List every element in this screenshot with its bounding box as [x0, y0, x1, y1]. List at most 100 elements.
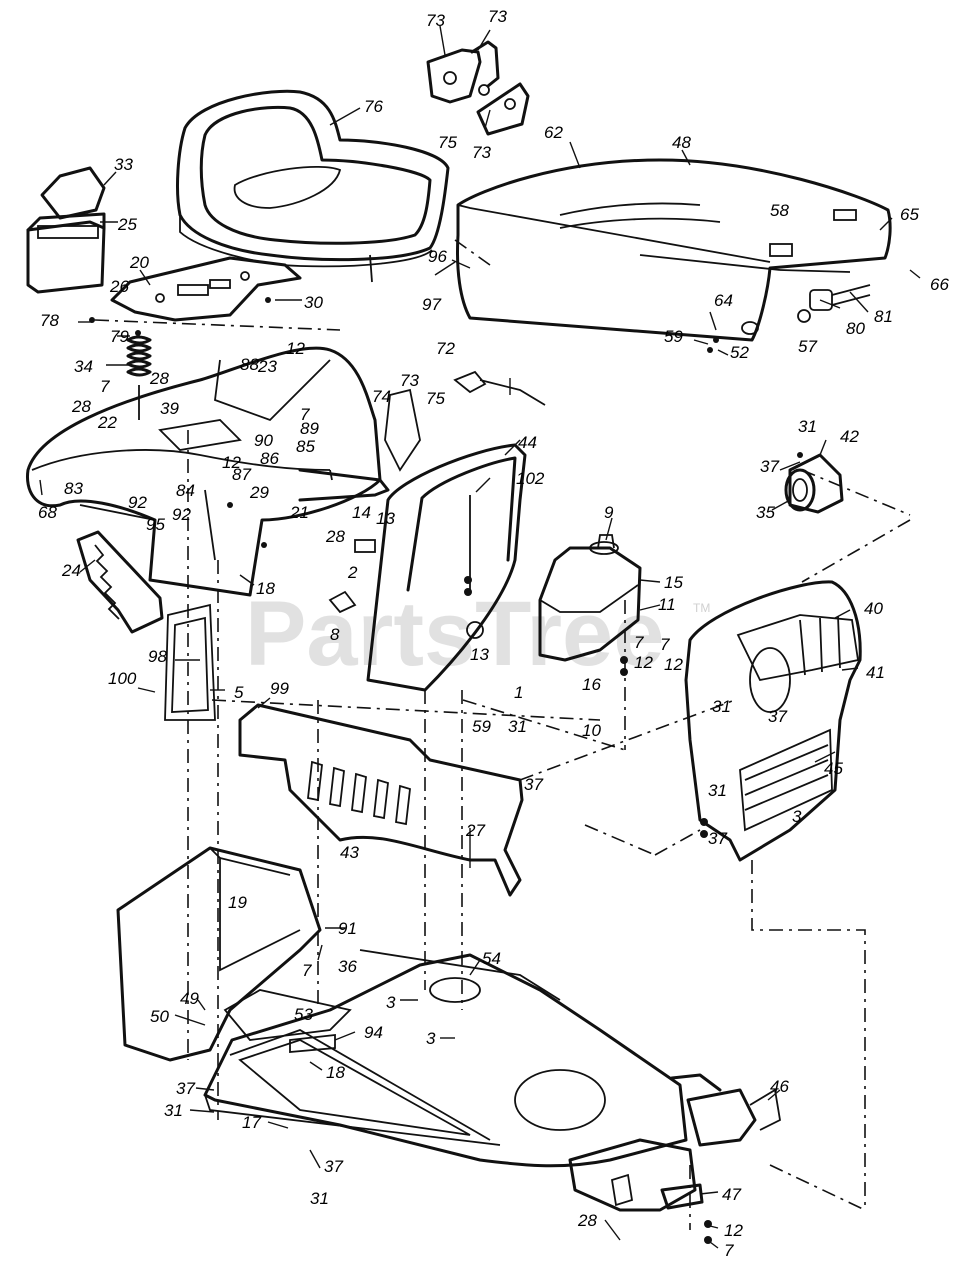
- callout-7: 7: [724, 1241, 734, 1260]
- callout-62: 62: [544, 123, 563, 142]
- callout-33: 33: [114, 155, 133, 174]
- cross-member-part: [238, 703, 524, 897]
- callout-7: 7: [660, 635, 670, 654]
- callout-10: 10: [582, 721, 601, 740]
- callout-2: 2: [347, 563, 358, 582]
- callout-7: 7: [300, 405, 310, 424]
- callout-53: 53: [294, 1005, 313, 1024]
- callout-1: 1: [514, 683, 523, 702]
- callout-39: 39: [160, 399, 179, 418]
- callout-8: 8: [330, 625, 340, 644]
- callout-43: 43: [340, 843, 359, 862]
- callout-7: 7: [634, 633, 644, 652]
- callout-5: 5: [234, 683, 244, 702]
- callout-41: 41: [866, 663, 885, 682]
- callout-28: 28: [325, 527, 345, 546]
- callout-26: 26: [109, 277, 129, 296]
- callout-80: 80: [846, 319, 865, 338]
- dash-console-part: [354, 443, 527, 692]
- callout-37: 37: [324, 1157, 343, 1176]
- callout-98: 98: [148, 647, 167, 666]
- callout-92: 92: [172, 505, 191, 524]
- callout-3: 3: [792, 807, 802, 826]
- callout-99: 99: [270, 679, 289, 698]
- callout-3: 3: [426, 1029, 436, 1048]
- callout-45: 45: [824, 759, 843, 778]
- callout-25: 25: [117, 215, 137, 234]
- callout-64: 64: [714, 291, 733, 310]
- callout-73: 73: [426, 11, 445, 30]
- callout-12: 12: [222, 453, 241, 472]
- callout-94: 94: [364, 1023, 383, 1042]
- callout-84: 84: [176, 481, 195, 500]
- leader-lines: [39, 25, 921, 1249]
- callout-36: 36: [338, 957, 357, 976]
- callout-46: 46: [770, 1077, 789, 1096]
- front-bracket-part: [568, 1073, 781, 1212]
- callout-72: 72: [436, 339, 455, 358]
- callout-85: 85: [296, 437, 315, 456]
- callout-31: 31: [508, 717, 527, 736]
- callout-18: 18: [256, 579, 275, 598]
- callout-19: 19: [228, 893, 247, 912]
- callout-58: 58: [770, 201, 789, 220]
- callout-65: 65: [900, 205, 919, 224]
- fender-part: [25, 346, 382, 597]
- callout-24: 24: [61, 561, 81, 580]
- callout-21: 21: [289, 503, 309, 522]
- callout-90: 90: [254, 431, 273, 450]
- front-grille-part: [684, 580, 862, 862]
- callout-97: 97: [422, 295, 441, 314]
- callout-47: 47: [722, 1185, 741, 1204]
- callout-12: 12: [634, 653, 653, 672]
- callout-9: 9: [604, 503, 614, 522]
- callout-7: 7: [100, 377, 110, 396]
- callout-12: 12: [286, 339, 305, 358]
- callout-31: 31: [798, 417, 817, 436]
- rear-hood-part: [456, 158, 892, 342]
- callout-102: 102: [516, 469, 545, 488]
- callout-44: 44: [518, 433, 537, 452]
- main-frame-part: [203, 949, 688, 1168]
- callout-3: 3: [386, 993, 396, 1012]
- callout-81: 81: [874, 307, 893, 326]
- callout-28: 28: [577, 1211, 597, 1230]
- callout-91: 91: [338, 919, 357, 938]
- callout-31: 31: [712, 697, 731, 716]
- hardware-parts: [164, 284, 871, 1053]
- callout-12: 12: [724, 1221, 743, 1240]
- callout-22: 22: [97, 413, 117, 432]
- seat-pan-part: [298, 468, 390, 502]
- callout-92: 92: [128, 493, 147, 512]
- rear-frame-part: [116, 846, 322, 1062]
- callout-75: 75: [438, 133, 457, 152]
- callout-13: 13: [470, 645, 489, 664]
- callout-13: 13: [376, 509, 395, 528]
- parts-drawing: 7373757376624833252026307879345865669697…: [25, 7, 949, 1260]
- callout-89: 89: [300, 419, 319, 438]
- callout-37: 37: [524, 775, 543, 794]
- callout-42: 42: [840, 427, 859, 446]
- seat-spring-part: [126, 335, 152, 420]
- seat-part: [176, 89, 450, 283]
- callout-31: 31: [708, 781, 727, 800]
- callout-28: 28: [149, 369, 169, 388]
- fastener-dots: [89, 297, 803, 1244]
- callout-15: 15: [664, 573, 683, 592]
- callout-18: 18: [326, 1063, 345, 1082]
- callout-12: 12: [664, 655, 683, 674]
- callout-54: 54: [482, 949, 501, 968]
- watermark-trademark: TM: [693, 601, 710, 615]
- callout-40: 40: [864, 599, 883, 618]
- callout-7: 7: [302, 961, 312, 980]
- callout-27: 27: [465, 821, 485, 840]
- callout-11: 11: [658, 595, 676, 614]
- callout-59: 59: [472, 717, 491, 736]
- callout-16: 16: [582, 675, 601, 694]
- callout-52: 52: [730, 343, 749, 362]
- callout-29: 29: [249, 483, 269, 502]
- watermark-text: PartsTree: [245, 583, 664, 685]
- callout-78: 78: [40, 311, 59, 330]
- fender-stiffener-part: [76, 530, 164, 634]
